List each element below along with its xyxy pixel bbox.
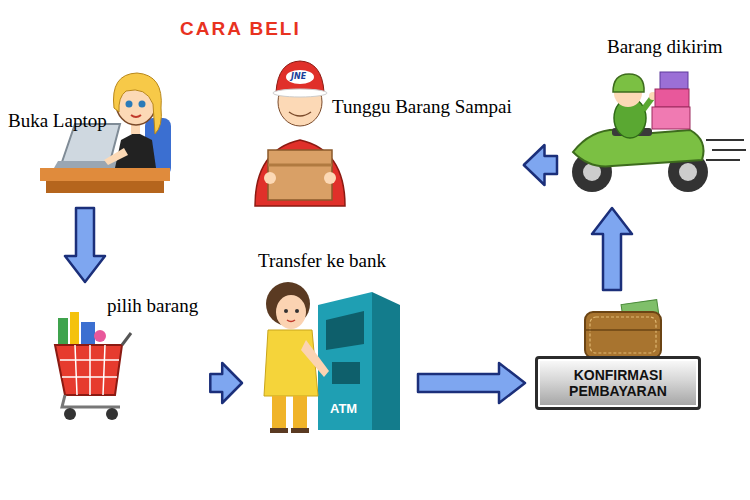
atm-figure-part xyxy=(295,309,299,313)
motorbike-figure-part xyxy=(652,107,690,129)
motorbike-figure xyxy=(572,72,746,192)
atm-figure-part xyxy=(332,362,360,384)
logo-text: JNE xyxy=(291,72,306,81)
atm-figure-part xyxy=(287,320,295,322)
motorbike-figure-part xyxy=(660,72,688,89)
atm-figure-part xyxy=(301,340,329,377)
step-label: Barang dikirim xyxy=(607,36,723,58)
step-node: Barang dikirim xyxy=(565,32,748,200)
woman-laptop-figure-part xyxy=(46,181,164,193)
atm-figure-part xyxy=(372,292,400,430)
shopping-cart-figure-part xyxy=(122,333,131,345)
atm-figure-part xyxy=(264,330,318,396)
flow-arrow xyxy=(524,145,557,185)
shopping-cart-figure xyxy=(55,312,131,420)
wallet-figure-part xyxy=(585,329,661,331)
atm-figure-part xyxy=(272,396,286,430)
shopping-cart-figure-part xyxy=(55,345,122,395)
woman-laptop-figure-part xyxy=(104,148,128,165)
shopping-cart-figure-part xyxy=(60,345,119,395)
courier-figure-part xyxy=(268,164,332,167)
courier-figure-part xyxy=(289,112,311,116)
wallet-figure-part xyxy=(590,317,656,353)
step-label: Buka Laptop xyxy=(8,110,107,132)
atm-figure-part xyxy=(293,396,307,430)
flow-arrow xyxy=(210,363,242,403)
shopping-cart-figure-part xyxy=(58,318,68,348)
button-text: KONFIRMASI PEMBAYARAN xyxy=(548,367,688,399)
wallet-figure xyxy=(585,300,661,358)
wallet-figure-part xyxy=(585,312,661,358)
atm-figure-part xyxy=(291,428,309,433)
step-node: Tunggu Barang Sampai xyxy=(245,58,516,208)
woman-laptop-figure-part xyxy=(139,101,146,108)
atm-figure-part xyxy=(270,428,288,433)
courier-figure xyxy=(255,61,345,206)
courier-figure-part xyxy=(276,61,324,92)
courier-figure-part xyxy=(273,89,327,97)
step-node: Buka Laptop xyxy=(4,60,174,200)
courier-figure-part xyxy=(255,140,345,206)
shopping-cart-figure-part xyxy=(62,395,120,407)
atm-figure-part xyxy=(318,292,372,430)
courier-figure-part xyxy=(286,70,314,84)
motorbike-figure-part xyxy=(613,74,644,92)
shopping-cart-figure-part xyxy=(94,330,106,342)
shopping-cart-figure-part xyxy=(70,312,79,348)
woman-laptop-figure-part xyxy=(126,101,133,108)
courier-figure-part xyxy=(264,172,276,184)
motorbike-figure-part xyxy=(655,89,689,107)
motorbike-figure-part xyxy=(706,140,746,160)
step-button-node: KONFIRMASI PEMBAYARAN xyxy=(533,298,705,414)
confirm-button: KONFIRMASI PEMBAYARAN xyxy=(535,356,701,410)
woman-laptop-figure-part xyxy=(40,168,170,181)
courier-figure-part xyxy=(324,172,336,184)
atm-figure-part xyxy=(326,311,364,350)
atm-figure-part xyxy=(276,295,306,329)
shopping-cart-figure-part xyxy=(106,408,118,420)
atm-figure xyxy=(264,282,400,433)
atm-figure-part xyxy=(284,309,288,313)
motorbike-figure-part xyxy=(643,98,652,110)
step-label: Transfer ke bank xyxy=(258,250,386,272)
diagram-title: CARA BELI xyxy=(180,18,301,40)
woman-laptop-figure xyxy=(40,73,171,193)
woman-laptop-figure-part xyxy=(131,115,141,117)
flow-arrow xyxy=(592,208,632,290)
flow-arrow xyxy=(418,363,525,403)
motorbike-figure-part xyxy=(679,163,697,181)
step-node: pilih barang xyxy=(45,290,202,425)
step-label: pilih barang xyxy=(107,295,198,317)
flow-arrow xyxy=(65,208,105,282)
step-label: Tunggu Barang Sampai xyxy=(332,96,512,118)
woman-laptop-figure-part xyxy=(113,73,161,134)
courier-figure-part xyxy=(268,150,332,200)
shopping-cart-figure-part xyxy=(64,408,76,420)
atm-text: ATM xyxy=(330,401,357,416)
